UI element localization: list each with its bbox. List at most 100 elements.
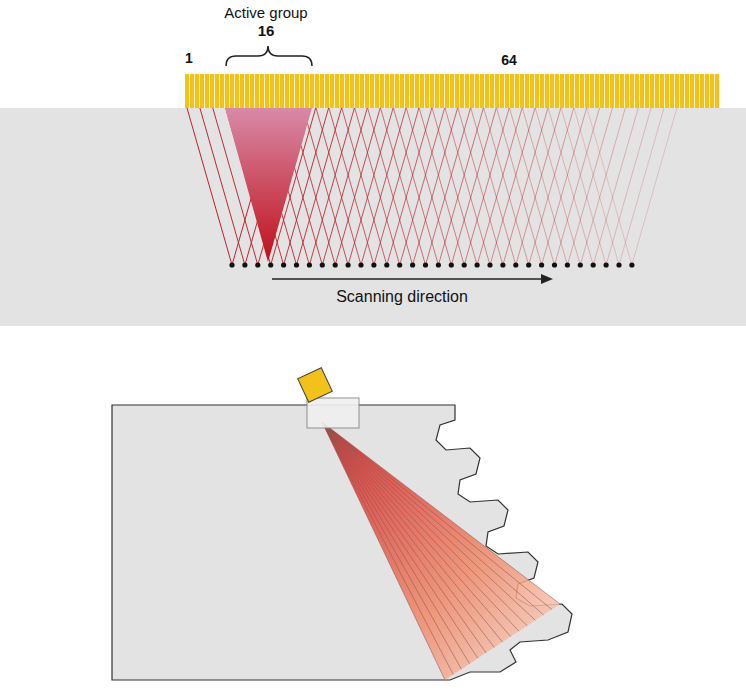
test-piece [0, 108, 746, 326]
beam-line [322, 422, 535, 620]
focal-point [346, 262, 351, 267]
beam-fan [322, 422, 560, 680]
focal-point [281, 262, 286, 267]
sector-scan [322, 422, 560, 680]
focal-point [539, 262, 544, 267]
beam-line [497, 108, 542, 265]
beam-line [368, 108, 413, 265]
beam-line [322, 422, 486, 653]
focal-points [229, 262, 634, 267]
beam-line [329, 108, 374, 265]
turbine-root [112, 405, 572, 680]
beam-line [322, 422, 461, 669]
beam-line [348, 108, 393, 265]
beam-line [419, 108, 464, 265]
beam-line [522, 108, 567, 265]
beam-line [303, 108, 348, 265]
focal-point [578, 262, 583, 267]
beam-line [580, 108, 625, 265]
beam-line [445, 108, 490, 265]
beam-line [490, 108, 535, 265]
beam-line [316, 108, 361, 265]
beam-line [322, 422, 544, 615]
direction-label: Scanning direction [336, 288, 468, 306]
beam-line [381, 108, 426, 265]
beam-line [400, 108, 445, 265]
beam-line [387, 108, 432, 265]
beam-line [187, 108, 232, 265]
arrowhead [541, 274, 553, 284]
wedge [307, 398, 359, 428]
beam-lines [187, 108, 677, 265]
beam-line [574, 108, 619, 265]
beam-line [535, 108, 580, 265]
element-number: 1 [185, 50, 193, 66]
focal-point [526, 262, 531, 267]
beam-line [406, 108, 451, 265]
focal-point [397, 262, 402, 267]
beam-line [451, 108, 496, 265]
transducer-array [185, 74, 720, 108]
focal-point [384, 262, 389, 267]
beam-line [322, 422, 494, 647]
beam-line [477, 108, 522, 265]
beam-line [516, 108, 561, 265]
focal-point [255, 262, 260, 267]
beam-line [542, 108, 587, 265]
beam-line [432, 108, 477, 265]
beam-line [322, 422, 470, 664]
beam-line [438, 108, 483, 265]
focal-point [436, 262, 441, 267]
focal-point [616, 262, 621, 267]
beam-line [309, 108, 354, 265]
beam-line [503, 108, 548, 265]
focal-point [320, 262, 325, 267]
focal-point [591, 262, 596, 267]
beam-line [322, 422, 560, 604]
beam-line [555, 108, 600, 265]
beam-line [322, 422, 527, 626]
beam-line [567, 108, 612, 265]
focal-point [513, 262, 518, 267]
focal-point [475, 262, 480, 267]
beam-line [393, 108, 438, 265]
callout-number: 16 [258, 22, 275, 39]
beam-line [322, 422, 503, 642]
beam-line [632, 108, 677, 265]
focal-point [500, 262, 505, 267]
beam-line [606, 108, 651, 265]
beam-line [587, 108, 632, 265]
beam-line [322, 108, 367, 265]
focal-point [294, 262, 299, 267]
focal-point [410, 262, 415, 267]
beam-line [471, 108, 516, 265]
focal-point [449, 262, 454, 267]
beam-line [529, 108, 574, 265]
group-bracket [226, 46, 312, 66]
active-beam [225, 108, 312, 262]
focal-point [423, 262, 428, 267]
beam-line [322, 422, 453, 675]
beam-line [593, 108, 638, 265]
probe [298, 368, 333, 403]
beam-line [322, 422, 519, 631]
scan-arrow [272, 278, 545, 280]
focal-point [552, 262, 557, 267]
focal-point [629, 262, 634, 267]
beam-line [322, 422, 478, 658]
beam-line [510, 108, 555, 265]
beam-line [484, 108, 529, 265]
focal-point [242, 262, 247, 267]
focal-point [307, 262, 312, 267]
group-label: Active group [224, 4, 307, 21]
beam-line [561, 108, 606, 265]
beam-line [426, 108, 471, 265]
beam-line [361, 108, 406, 265]
beam-line [464, 108, 509, 265]
beam-line [619, 108, 664, 265]
focal-point [268, 262, 273, 267]
beam-line [322, 422, 445, 680]
focal-point [371, 262, 376, 267]
focal-point [462, 262, 467, 267]
